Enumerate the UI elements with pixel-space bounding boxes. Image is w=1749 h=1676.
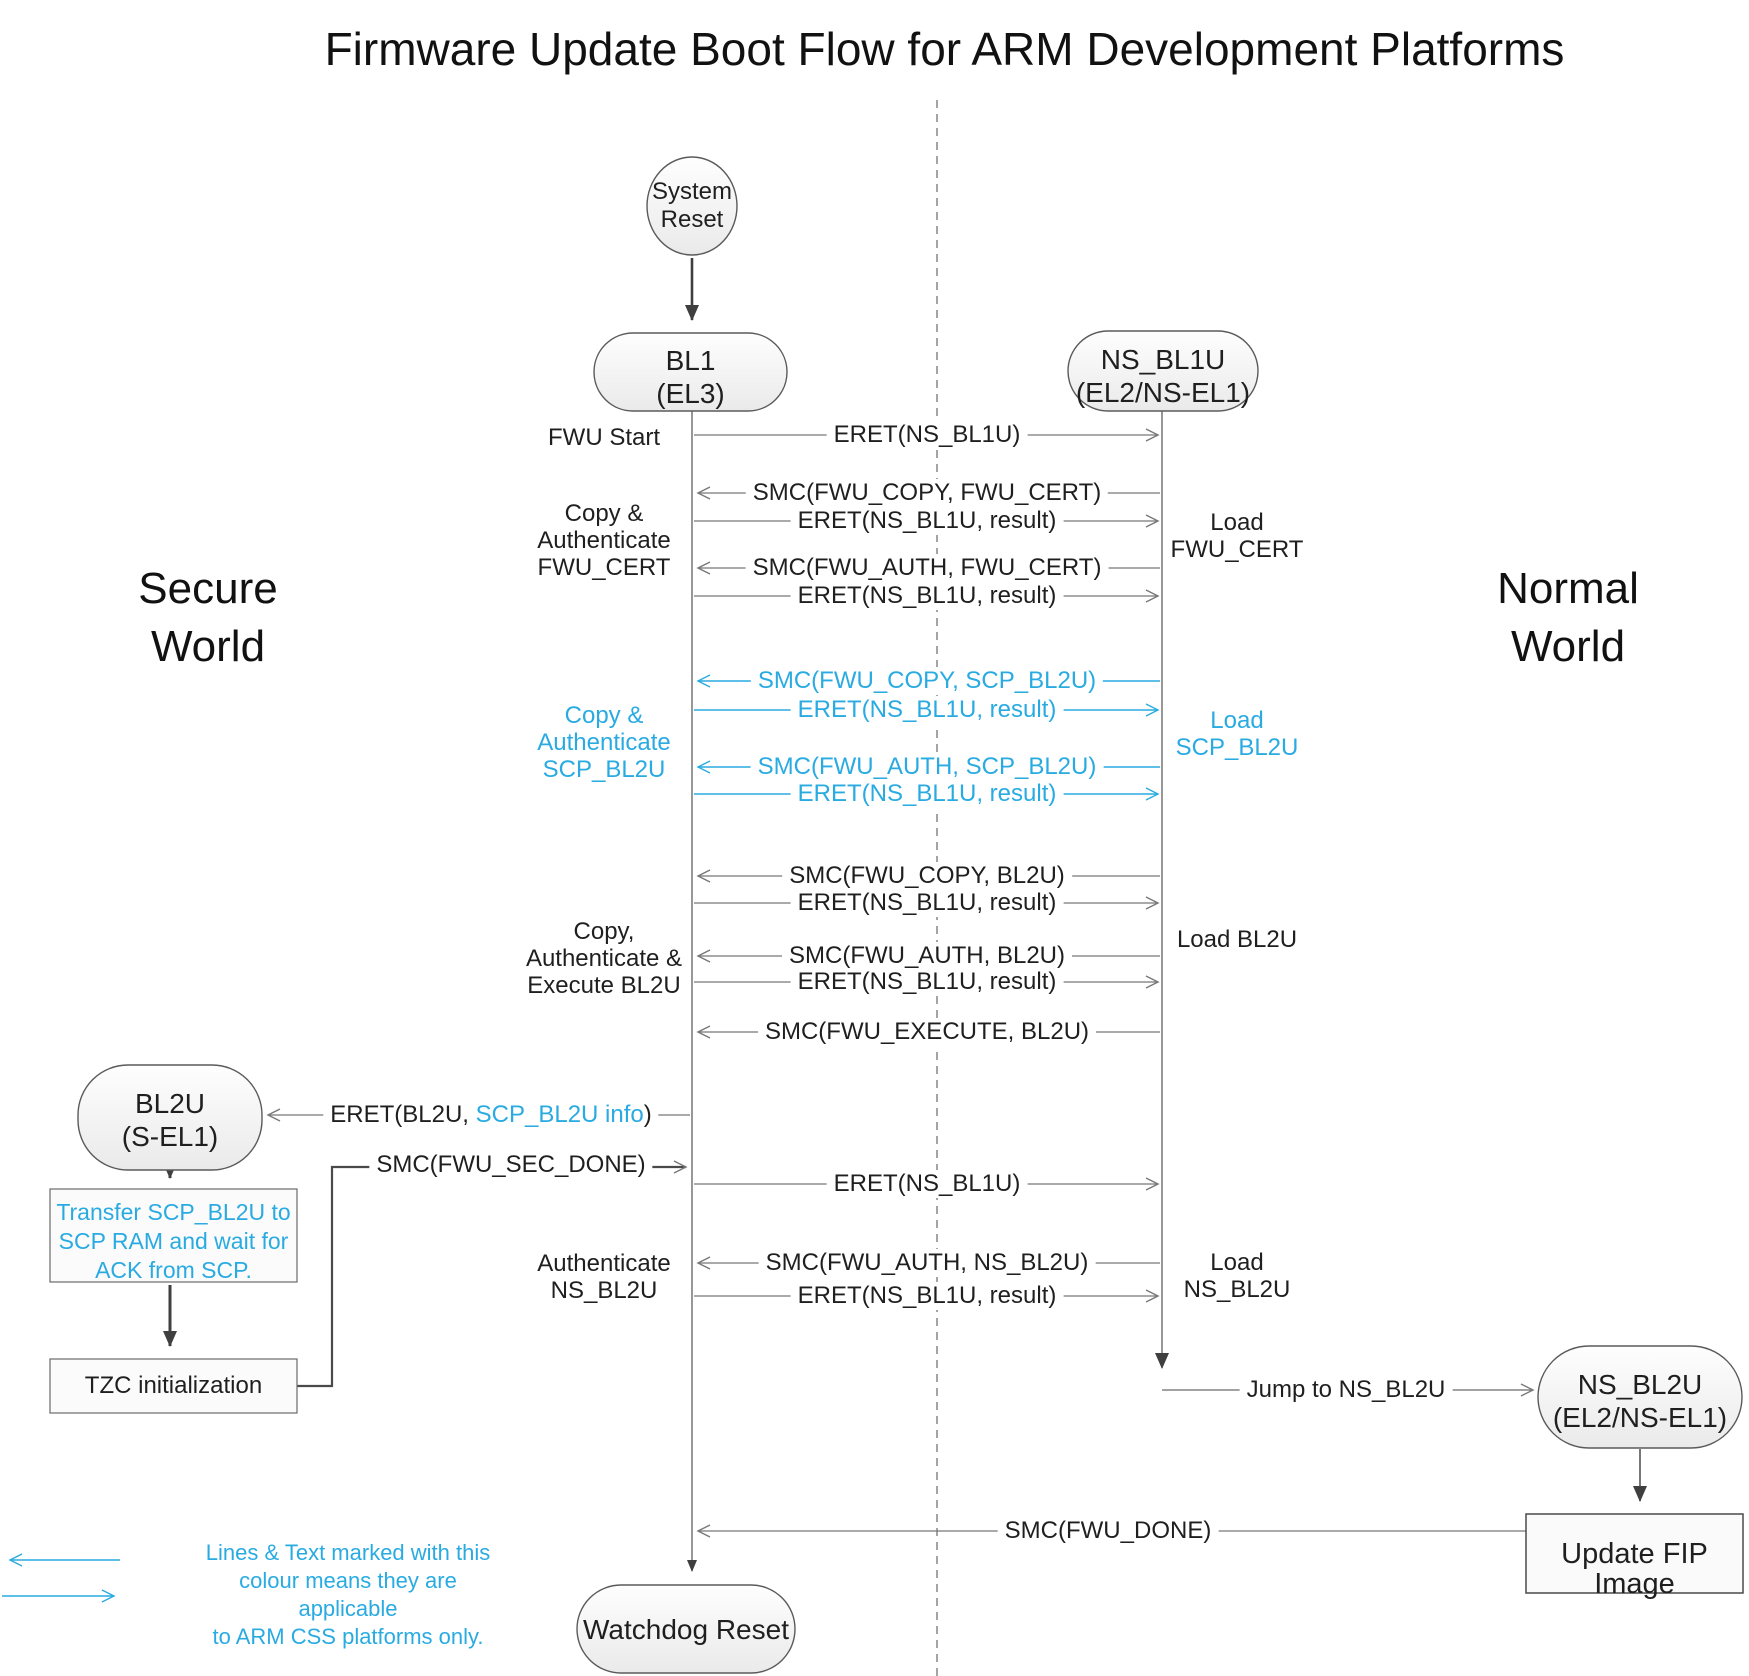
ns-bl1u-node: NS_BL1U (EL2/NS-EL1) [1075, 344, 1251, 408]
side-label-copy-auth-scp-bl2u: Copy & Authenticate SCP_BL2U [537, 702, 671, 783]
msg-label: ERET(NS_BL1U) [826, 421, 1028, 449]
msg-label: SMC(FWU_AUTH, FWU_CERT) [745, 554, 1109, 582]
msg-label: SMC(FWU_COPY, FWU_CERT) [745, 479, 1109, 507]
update-fip-box-shape [1525, 1513, 1744, 1594]
msg-label: ERET(NS_BL1U, result) [790, 780, 1064, 808]
ns-bl1u-node-shape [1067, 330, 1259, 412]
msg-label: SMC(FWU_EXECUTE, BL2U) [757, 1018, 1097, 1046]
side-label-load-fwu-cert: Load FWU_CERT [1170, 509, 1304, 563]
msg-label: SMC(FWU_COPY, SCP_BL2U) [750, 667, 1104, 695]
msg-label: SMC(FWU_COPY, BL2U) [782, 862, 1072, 890]
msg-label: ERET(NS_BL1U, result) [790, 889, 1064, 917]
side-label-fwu-start: FWU Start [548, 424, 660, 451]
msg-label-eret-bl2u: ERET(BL2U, SCP_BL2U info) [323, 1101, 659, 1129]
ns-bl2u-node-shape [1537, 1345, 1743, 1449]
secure-world-label: Secure World [138, 564, 278, 671]
legend-text: Lines & Text marked with this colour mea… [205, 1540, 491, 1649]
msg-label: SMC(FWU_AUTH, NS_BL2U) [758, 1249, 1096, 1277]
transfer-scp-box-shape [49, 1188, 298, 1283]
page-title: Firmware Update Boot Flow for ARM Develo… [324, 23, 1565, 75]
msg-label: SMC(FWU_DONE) [997, 1517, 1219, 1545]
tzc-box: TZC initialization [84, 1372, 263, 1399]
watchdog-reset-node: Watchdog Reset [583, 1614, 789, 1645]
watchdog-reset-node-shape [576, 1584, 796, 1674]
msg-label: ERET(NS_BL1U, result) [790, 1282, 1064, 1310]
msg-label: ERET(NS_BL1U, result) [790, 582, 1064, 610]
normal-world-label: Normal World [1497, 564, 1639, 671]
side-label-auth-ns-bl2u: Authenticate NS_BL2U [537, 1250, 671, 1304]
msg-label: Jump to NS_BL2U [1239, 1376, 1453, 1404]
msg-label: ERET(NS_BL1U) [826, 1170, 1028, 1198]
update-fip-box: Update FIP Image [1561, 1538, 1708, 1600]
system-reset-node: System Reset [651, 178, 732, 233]
bl1-node-shape [593, 332, 788, 412]
msg-label: SMC(FWU_AUTH, SCP_BL2U) [750, 753, 1104, 781]
bl2u-node: BL2U (S-EL1) [121, 1088, 219, 1152]
ns-bl2u-node: NS_BL2U (EL2/NS-EL1) [1552, 1369, 1728, 1433]
system-reset-node-shape [646, 156, 738, 256]
msg-label: ERET(NS_BL1U, result) [790, 507, 1064, 535]
bl2u-node-shape [77, 1064, 263, 1171]
msg-label: ERET(NS_BL1U, result) [790, 696, 1064, 724]
transfer-scp-box: Transfer SCP_BL2U to SCP RAM and wait fo… [56, 1199, 291, 1283]
side-label-load-ns-bl2u: Load NS_BL2U [1183, 1249, 1291, 1303]
side-label-load-bl2u: Load BL2U [1176, 926, 1298, 953]
tzc-box-shape [49, 1358, 298, 1414]
msg-label: SMC(FWU_SEC_DONE) [369, 1151, 653, 1179]
side-label-copy-auth-exec-bl2u: Copy, Authenticate & Execute BL2U [525, 918, 683, 999]
msg-label: SMC(FWU_AUTH, BL2U) [781, 942, 1073, 970]
side-label-load-scp-bl2u: Load SCP_BL2U [1175, 707, 1299, 761]
side-label-copy-auth-fwu-cert: Copy & Authenticate FWU_CERT [537, 500, 671, 581]
msg-label: ERET(NS_BL1U, result) [790, 968, 1064, 996]
bl1-node: BL1 (EL3) [656, 345, 725, 409]
